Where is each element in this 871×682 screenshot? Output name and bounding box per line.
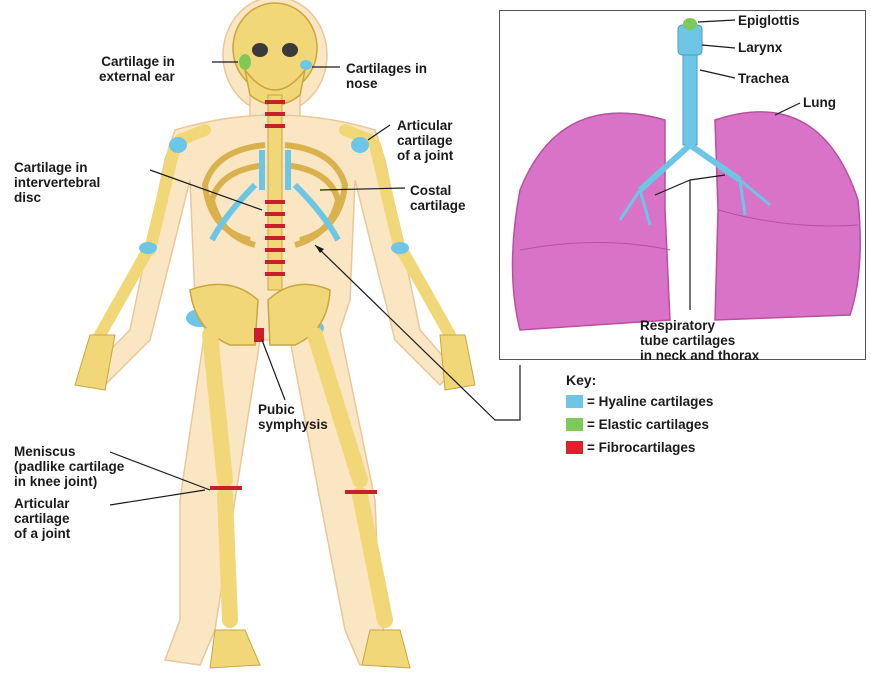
key-item-elastic: = Elastic cartilages [566,417,709,432]
key-item-hyaline: = Hyaline cartilages [566,394,713,409]
label-ear-cartilage: Cartilage in external ear [99,54,175,84]
lungs-inset-frame [499,10,866,360]
label-intervertebral-disc: Cartilage in intervertebral disc [14,160,100,205]
elastic-swatch [566,418,583,431]
nose-cartilage-mark [300,60,312,70]
label-meniscus: Meniscus (padlike cartilage in knee join… [14,444,124,489]
hyaline-swatch [566,395,583,408]
label-larynx: Larynx [738,40,782,55]
label-articular-cartilage-upper: Articular cartilage of a joint [397,118,453,163]
key-title: Key: [566,372,596,388]
key-label-elastic: = Elastic cartilages [587,417,709,432]
key-label-fibro: = Fibrocartilages [587,440,695,455]
label-respiratory-tube-cartilages: Respiratory tube cartilages in neck and … [640,318,759,363]
ear-cartilage-mark [239,54,251,70]
key-item-fibro: = Fibrocartilages [566,440,695,455]
fibro-swatch [566,441,583,454]
key-label-hyaline: = Hyaline cartilages [587,394,713,409]
label-trachea: Trachea [738,71,789,86]
label-articular-cartilage-lower: Articular cartilage of a joint [14,496,70,541]
label-nose-cartilage: Cartilages in nose [346,61,427,91]
label-costal-cartilage: Costal cartilage [410,183,466,213]
label-lung: Lung [803,95,836,110]
label-pubic-symphysis: Pubic symphysis [258,402,328,432]
feet [210,630,410,668]
label-epiglottis: Epiglottis [738,13,800,28]
